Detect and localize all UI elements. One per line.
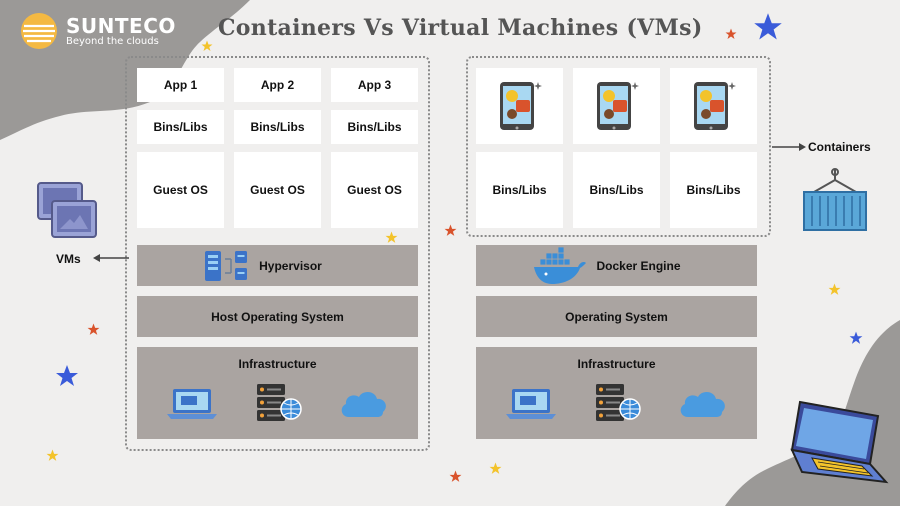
- vm-guest-os-1: Guest OS: [137, 152, 224, 228]
- docker-engine-layer: Docker Engine: [476, 245, 757, 286]
- hypervisor-label: Hypervisor: [259, 258, 322, 273]
- arrow-right-icon: [772, 143, 806, 151]
- container-infrastructure-layer: Infrastructure: [476, 347, 757, 439]
- star-decoration: [828, 283, 841, 295]
- star-decoration: [754, 13, 782, 40]
- host-os-layer: Host Operating System: [137, 296, 418, 337]
- tablet-app-icon: [499, 82, 542, 130]
- star-decoration: [201, 40, 213, 51]
- star-decoration: [449, 470, 462, 482]
- star-decoration: [489, 462, 502, 474]
- vm-bins-libs-2: Bins/Libs: [234, 110, 321, 144]
- star-decoration: [56, 365, 78, 386]
- container-app-3: [670, 68, 757, 144]
- star-decoration: [444, 224, 457, 236]
- vm-app-3: App 3: [331, 68, 418, 102]
- tablet-app-icon: [693, 82, 736, 130]
- vm-bins-libs-1: Bins/Libs: [137, 110, 224, 144]
- shipping-container-icon: [803, 168, 867, 231]
- star-decoration: [87, 323, 100, 335]
- laptop-icon: [505, 389, 556, 419]
- brand-tagline: Beyond the clouds: [66, 35, 159, 47]
- docker-engine-label: Docker Engine: [596, 258, 681, 273]
- tablet-app-icon: [596, 82, 639, 130]
- container-bins-libs-1: Bins/Libs: [476, 152, 563, 228]
- brand-name: SUNTECO: [66, 13, 176, 38]
- star-decoration: [385, 231, 398, 243]
- vm-stack-frame: [125, 56, 430, 451]
- container-os-layer: Operating System: [476, 296, 757, 337]
- hypervisor-layer: Hypervisor: [137, 245, 418, 286]
- vm-infrastructure-label: Infrastructure: [238, 357, 317, 371]
- vm-infrastructure-layer: Infrastructure: [137, 347, 418, 439]
- vm-windows-icon: [37, 182, 97, 238]
- container-bins-libs-2: Bins/Libs: [573, 152, 660, 228]
- container-app-2: [573, 68, 660, 144]
- server-icon: [205, 250, 248, 281]
- star-decoration: [725, 28, 737, 39]
- container-app-1: [476, 68, 563, 144]
- server-globe-icon: [595, 384, 641, 421]
- container-os-label: Operating System: [565, 309, 668, 324]
- server-globe-icon: [256, 384, 302, 421]
- container-infrastructure-label: Infrastructure: [577, 357, 656, 371]
- vm-bins-libs-3: Bins/Libs: [331, 110, 418, 144]
- star-decoration: [46, 449, 59, 461]
- decorative-laptop-icon: [790, 400, 889, 484]
- arrow-left-icon: [93, 254, 129, 262]
- sun-logo-icon: [21, 13, 57, 49]
- vm-app-2: App 2: [234, 68, 321, 102]
- page-title: Containers Vs Virtual Machines (VMs): [218, 15, 703, 41]
- cloud-icon: [680, 391, 725, 417]
- vm-app-1: App 1: [137, 68, 224, 102]
- docker-whale-icon: [534, 246, 587, 284]
- brand-logo: SUNTECO Beyond the clouds: [20, 12, 176, 50]
- containers-label: Containers: [808, 140, 871, 154]
- container-bins-libs-3: Bins/Libs: [670, 152, 757, 228]
- host-os-label: Host Operating System: [211, 309, 344, 324]
- vms-label: VMs: [56, 252, 81, 266]
- cloud-icon: [341, 391, 386, 417]
- vm-guest-os-2: Guest OS: [234, 152, 321, 228]
- laptop-icon: [166, 389, 217, 419]
- star-decoration: [849, 331, 863, 344]
- container-stack-frame: [466, 56, 771, 237]
- vm-guest-os-3: Guest OS: [331, 152, 418, 228]
